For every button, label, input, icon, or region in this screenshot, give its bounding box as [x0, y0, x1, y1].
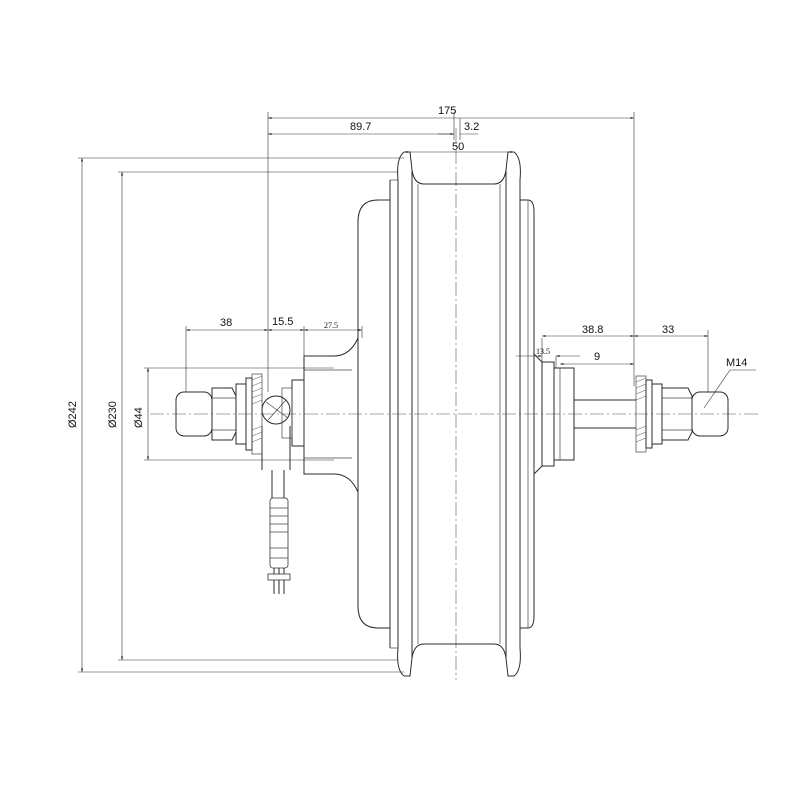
dim-dia-242: Ø242	[67, 401, 79, 428]
dim-9: 9	[594, 351, 600, 363]
dim-27-5: 27.5	[324, 321, 338, 330]
dim-dia-230: Ø230	[107, 401, 119, 428]
dim-38-8: 38.8	[582, 324, 603, 336]
left-boss	[261, 337, 359, 493]
dimension-lines	[78, 112, 756, 673]
motor-cable-connector	[267, 470, 291, 594]
right-axle-nut	[635, 375, 729, 453]
right-washer-hatch	[635, 377, 647, 443]
dim-dia-44: Ø44	[133, 407, 145, 428]
right-boss	[533, 353, 636, 475]
dim-50: 50	[452, 141, 464, 153]
left-axle-nut	[175, 373, 263, 455]
dim-175: 175	[438, 105, 456, 117]
dim-38: 38	[220, 317, 232, 329]
left-washer-hatch	[251, 375, 263, 443]
thread-m14: M14	[726, 357, 747, 369]
dim-13-5: 13.5	[536, 347, 550, 356]
dim-89-7: 89.7	[350, 121, 371, 133]
center-lines	[150, 128, 760, 680]
dim-15-5: 15.5	[272, 316, 293, 328]
dim-3-2: 3.2	[464, 121, 479, 133]
hub-body	[357, 151, 535, 677]
dim-33: 33	[662, 324, 674, 336]
dimension-labels: 175 89.7 3.2 50 38 15.5 27.5 13.5 9 38.8…	[67, 105, 747, 428]
